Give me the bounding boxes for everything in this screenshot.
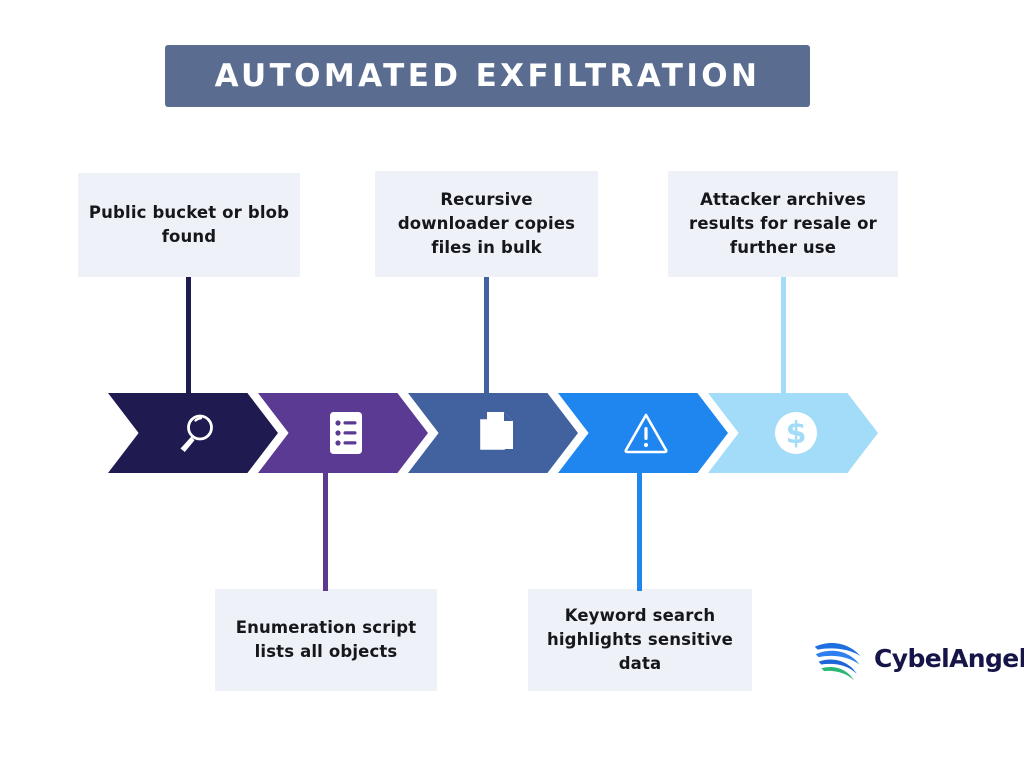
chevron-stage-5: $ [708,393,878,473]
chevron-stage-1 [108,393,278,473]
caption-box-stage-4: Keyword search highlights sensitive data [528,589,752,691]
connector-line-stage-3 [484,277,489,395]
process-chevron-row: $ [108,393,878,473]
svg-text:$: $ [786,416,807,451]
caption-box-stage-5: Attacker archives results for resale or … [668,171,898,277]
caption-box-stage-1: Public bucket or blob found [78,173,300,277]
cybelangel-logo: CybelAngel [812,630,1024,686]
connector-line-stage-2 [323,471,328,591]
connector-line-stage-4 [637,471,642,591]
connector-line-stage-5 [781,277,786,395]
copy-files-icon [473,410,519,456]
caption-box-stage-3: Recursive downloader copies files in bul… [375,171,598,277]
warning-triangle-icon [623,410,669,456]
caption-text-stage-3: Recursive downloader copies files in bul… [397,189,576,258]
page-title-banner: AUTOMATED EXFILTRATION [165,45,810,107]
caption-text-stage-4: Keyword search highlights sensitive data [546,605,733,674]
caption-text-stage-1: Public bucket or blob found [88,202,290,246]
cybelangel-wordmark: CybelAngel [874,643,1024,673]
list-document-icon [323,410,369,456]
chevron-stage-2 [258,393,428,473]
cybelangel-wing-icon [814,642,861,681]
dollar-circle-icon: $ [773,410,819,456]
caption-text-stage-5: Attacker archives results for resale or … [689,189,877,258]
magnifier-icon [173,410,219,456]
page-title: AUTOMATED EXFILTRATION [214,57,761,94]
caption-box-stage-2: Enumeration script lists all objects [215,589,437,691]
connector-line-stage-1 [186,277,191,395]
chevron-stage-3 [408,393,578,473]
chevron-stage-4 [558,393,728,473]
caption-text-stage-2: Enumeration script lists all objects [235,617,417,661]
